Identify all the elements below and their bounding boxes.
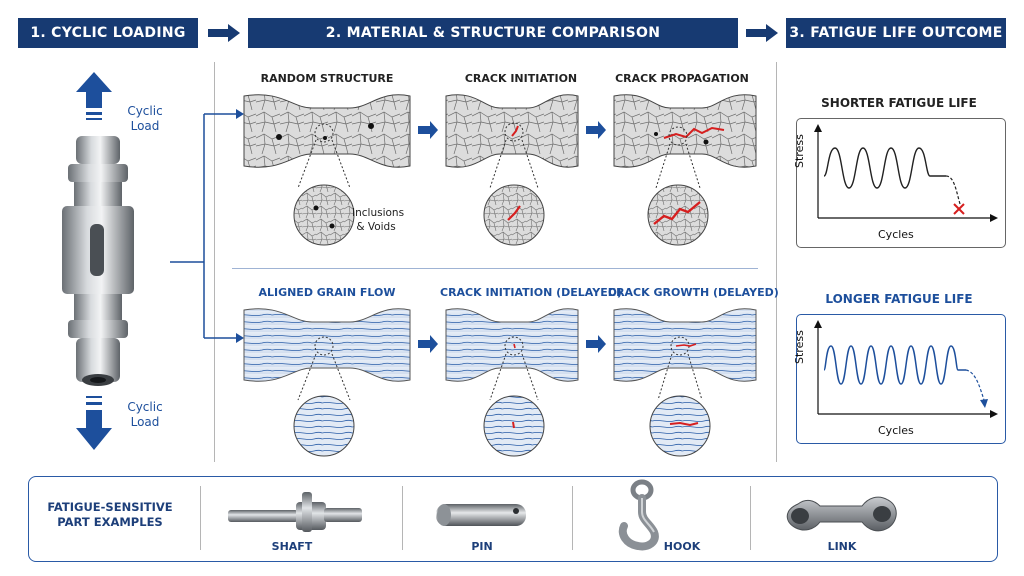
header-fatigue-outcome: 3. FATIGUE LIFE OUTCOME — [786, 18, 1006, 48]
part-examples-heading: FATIGUE-SENSITIVE PART EXAMPLES — [47, 500, 173, 529]
part-label-shaft: SHAFT — [271, 540, 313, 553]
short-life-chart — [814, 124, 998, 222]
arrow-right-icon — [208, 24, 240, 42]
arrow-down-icon — [76, 396, 112, 450]
divider-right — [776, 62, 777, 462]
cyclic-load-bottom-label: Cyclic Load — [127, 400, 163, 429]
part-label-hook: HOOK — [663, 540, 701, 553]
header-material-comparison: 2. MATERIAL & STRUCTURE COMPARISON — [248, 18, 738, 48]
long-life-chart — [814, 320, 998, 418]
forged-shaft-part — [62, 136, 134, 386]
pin-illustration — [436, 504, 526, 526]
hook-illustration — [618, 479, 659, 551]
part-divider — [402, 486, 403, 550]
long-xlabel: Cycles — [878, 424, 914, 437]
shaft-illustration — [228, 492, 362, 532]
part-label-link: LINK — [827, 540, 857, 553]
failure-x-icon — [953, 203, 965, 215]
long-ylabel: Stress — [793, 330, 806, 364]
stage-crack-propagation: CRACK PROPAGATION — [615, 72, 749, 85]
random-grain-specimens — [243, 94, 757, 246]
cyclic-load-top-label: Cyclic Load — [127, 104, 163, 133]
stage-crack-initiation-delayed: CRACK INITIATION (DELAYED) — [440, 286, 622, 299]
stage-crack-growth-delayed: CRACK GROWTH (DELAYED) — [608, 286, 779, 299]
part-label-pin: PIN — [471, 540, 493, 553]
stage-crack-initiation: CRACK INITIATION — [464, 72, 578, 85]
part-examples-panel — [28, 476, 998, 562]
part-divider — [200, 486, 201, 550]
short-life-panel — [796, 118, 1006, 248]
header-cyclic-loading: 1. CYCLIC LOADING — [18, 18, 198, 48]
aligned-grain-specimens — [243, 308, 757, 457]
short-life-title: SHORTER FATIGUE LIFE — [821, 96, 977, 110]
link-illustration — [786, 496, 897, 532]
arrow-up-icon — [76, 72, 112, 120]
short-xlabel: Cycles — [878, 228, 914, 241]
bracket-connector — [170, 109, 244, 343]
stage-random-structure: RANDOM STRUCTURE — [260, 72, 394, 85]
divider-left — [214, 62, 215, 462]
part-divider — [572, 486, 573, 550]
long-life-panel — [796, 314, 1006, 444]
arrow-right-icon — [746, 24, 778, 42]
part-divider — [750, 486, 751, 550]
short-ylabel: Stress — [793, 134, 806, 168]
inclusions-voids-note: Inclusions & Voids — [352, 207, 405, 233]
row-divider — [232, 268, 758, 269]
long-life-title: LONGER FATIGUE LIFE — [825, 292, 973, 306]
stage-aligned-grain-flow: ALIGNED GRAIN FLOW — [258, 286, 396, 299]
